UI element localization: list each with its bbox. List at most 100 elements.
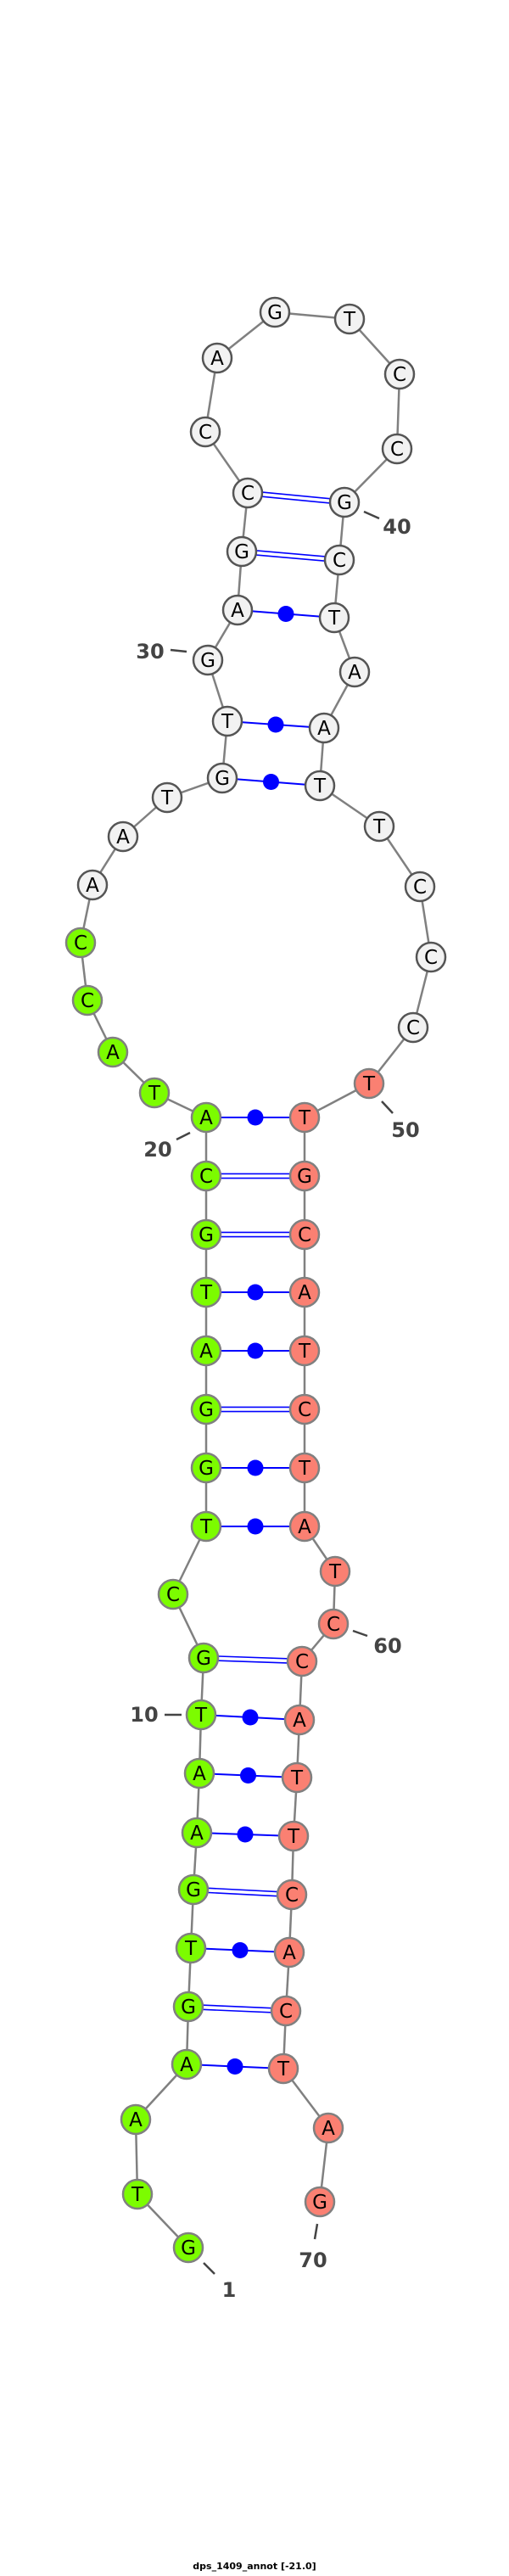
nucleotide-circle <box>97 1036 129 1068</box>
gc-pair-line <box>203 1659 302 1665</box>
nucleotide-letter: C <box>413 876 427 899</box>
nucleotide-51: T <box>288 1101 321 1134</box>
nucleotide-9: A <box>183 1757 215 1789</box>
nucleotide-45: T <box>304 770 336 802</box>
nucleotide-circle <box>172 2232 204 2264</box>
nucleotide-30: G <box>192 644 224 676</box>
nucleotide-letter: T <box>372 816 386 838</box>
nucleotide-letter: A <box>322 2118 335 2140</box>
nucleotide-circle <box>206 762 238 794</box>
nucleotide-circle <box>338 656 371 688</box>
nucleotide-16: A <box>190 1335 222 1367</box>
nucleotide-circle <box>363 810 395 843</box>
nucleotide-letter: C <box>390 439 404 461</box>
nucleotide-letter: C <box>241 483 255 505</box>
nucleotide-letter: G <box>196 1648 211 1670</box>
nucleotide-letter: T <box>328 1561 342 1583</box>
nucleotide-letter: G <box>199 1399 214 1421</box>
nucleotide-letter: C <box>406 1017 420 1039</box>
pair-dot <box>247 1284 264 1301</box>
nucleotide-43: A <box>338 656 371 688</box>
nucleotide-circle <box>187 1642 220 1674</box>
nucleotide-59: T <box>319 1555 351 1588</box>
nucleotide-letter: C <box>424 947 438 969</box>
nucleotide-letter: C <box>327 1614 340 1636</box>
nucleotide-letter: G <box>215 768 230 790</box>
nucleotide-circle <box>288 1335 321 1367</box>
nucleotide-52: G <box>288 1160 321 1192</box>
nucleotide-circle <box>221 594 254 626</box>
nucleotide-letter: A <box>199 1341 213 1363</box>
position-label: 50 <box>391 1118 419 1142</box>
backbone-group <box>79 311 433 2248</box>
nucleotide-34: C <box>189 416 221 448</box>
nucleotide-circle <box>121 2178 154 2210</box>
nucleotide-circle <box>157 1578 189 1610</box>
nucleotide-letter: T <box>194 1705 208 1727</box>
nucleotide-48: C <box>415 941 447 973</box>
gc-pair-line <box>188 2003 287 2010</box>
position-tick <box>313 2223 319 2240</box>
pair-dot <box>277 606 294 622</box>
gc-pair-line <box>204 1655 303 1660</box>
nucleotide-28: G <box>206 762 238 794</box>
nucleotide-letter: A <box>282 1942 296 1964</box>
gc-pair-line <box>241 552 339 563</box>
nucleotide-56: C <box>288 1393 321 1425</box>
nucleotide-circle <box>333 303 366 335</box>
nucleotide-letter: T <box>199 1516 213 1538</box>
nucleotide-circle <box>277 1820 310 1852</box>
nucleotide-circle <box>323 544 355 576</box>
nucleotide-letter: A <box>193 1763 206 1785</box>
nucleotide-58: A <box>288 1510 321 1543</box>
nucleotide-circle <box>288 1510 321 1543</box>
nucleotide-7: G <box>177 1873 210 1906</box>
position-tick <box>381 1100 394 1114</box>
nucleotide-circle <box>328 486 361 518</box>
nucleotide-circle <box>190 1452 222 1484</box>
nucleotide-12: C <box>157 1578 189 1610</box>
nucleotide-circle <box>175 1932 207 1964</box>
nucleotide-letter: G <box>181 1996 196 2019</box>
nucleotide-65: C <box>276 1879 308 1911</box>
position-tick <box>176 1131 191 1141</box>
nucleotide-50: T <box>353 1067 385 1100</box>
nucleotide-5: G <box>172 1991 204 2023</box>
pair-dot <box>263 774 279 790</box>
nucleotide-circle <box>273 1936 305 1968</box>
nucleotide-circle <box>317 1608 350 1640</box>
base-pairs-group <box>186 490 345 2075</box>
nucleotide-letter: A <box>231 600 244 622</box>
nucleotide-circle <box>397 1011 429 1044</box>
nucleotide-circle <box>283 1704 316 1736</box>
nucleotide-circle <box>267 2052 299 2085</box>
nucleotide-circle <box>383 358 416 390</box>
nucleotide-circle <box>190 1510 222 1543</box>
nucleotide-circle <box>226 535 258 568</box>
nucleotide-26: A <box>107 820 139 853</box>
nucleotide-circle <box>151 781 183 814</box>
nucleotide-letter: C <box>298 1224 311 1246</box>
nucleotide-circle <box>190 1101 222 1134</box>
gc-pair-line <box>193 1890 292 1898</box>
gc-pair-line <box>247 494 344 506</box>
nucleotide-8: A <box>181 1817 213 1849</box>
pair-dot <box>247 1342 264 1359</box>
nucleotide-circle <box>183 1757 215 1789</box>
nucleotide-letter: C <box>279 2001 293 2023</box>
nucleotide-circle <box>319 1555 351 1588</box>
nucleotide-circle <box>171 2048 203 2080</box>
nucleotide-63: T <box>281 1761 313 1794</box>
nucleotide-letter: C <box>199 422 212 444</box>
nucleotide-letter: A <box>199 1107 213 1129</box>
nucleotide-circle <box>318 602 350 634</box>
nucleotide-circle <box>304 770 336 802</box>
nucleotide-61: C <box>286 1645 318 1677</box>
position-tick <box>203 2262 215 2275</box>
nucleotide-letter: G <box>181 2237 196 2260</box>
nucleotide-38: C <box>383 358 416 390</box>
nucleotide-circle <box>308 712 340 744</box>
position-label: 30 <box>136 640 164 664</box>
position-tick <box>363 510 380 520</box>
